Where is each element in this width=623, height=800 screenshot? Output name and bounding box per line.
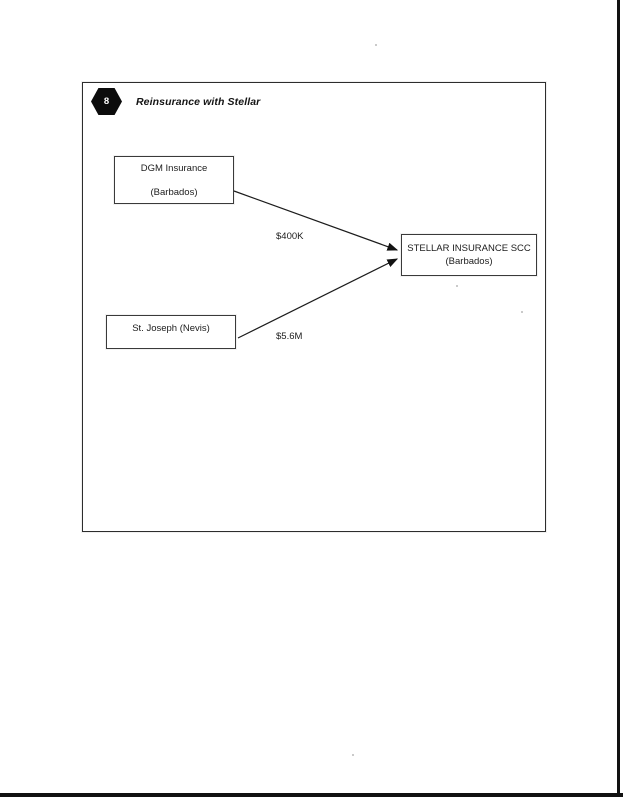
node-st-joseph: St. Joseph (Nevis) bbox=[106, 315, 236, 349]
node-stellar-line1: STELLAR INSURANCE SCC bbox=[407, 243, 531, 254]
node-dgm-line1: DGM Insurance bbox=[140, 163, 208, 174]
node-stellar-insurance: STELLAR INSURANCE SCC (Barbados) bbox=[401, 234, 537, 276]
scan-speck bbox=[375, 44, 377, 46]
scan-artifact-bottom-edge bbox=[0, 793, 623, 797]
edge-dgm-to-stellar bbox=[233, 190, 399, 251]
diagram-title: Reinsurance with Stellar bbox=[136, 95, 261, 108]
scan-speck bbox=[456, 285, 458, 287]
scan-speck bbox=[352, 754, 354, 756]
slide-number-label: 8 bbox=[103, 96, 110, 107]
node-dgm-insurance: DGM Insurance (Barbados) bbox=[114, 156, 234, 204]
edge-stjoseph-to-stellar bbox=[237, 258, 399, 339]
slide-number-badge: 8 bbox=[91, 88, 122, 115]
node-stjoseph-line1: St. Joseph (Nevis) bbox=[132, 323, 210, 334]
edge-label-400k: $400K bbox=[276, 231, 304, 242]
diagram-frame: 8 Reinsurance with Stellar DGM Insurance… bbox=[82, 82, 546, 532]
scan-speck bbox=[521, 311, 523, 313]
scan-artifact-right-edge bbox=[617, 0, 620, 797]
diagram-header: 8 Reinsurance with Stellar bbox=[91, 88, 260, 115]
node-stellar-line2: (Barbados) bbox=[445, 256, 493, 267]
node-dgm-line2: (Barbados) bbox=[150, 187, 198, 198]
arrow-layer bbox=[233, 190, 399, 339]
edge-label-56m: $5.6M bbox=[276, 331, 303, 342]
